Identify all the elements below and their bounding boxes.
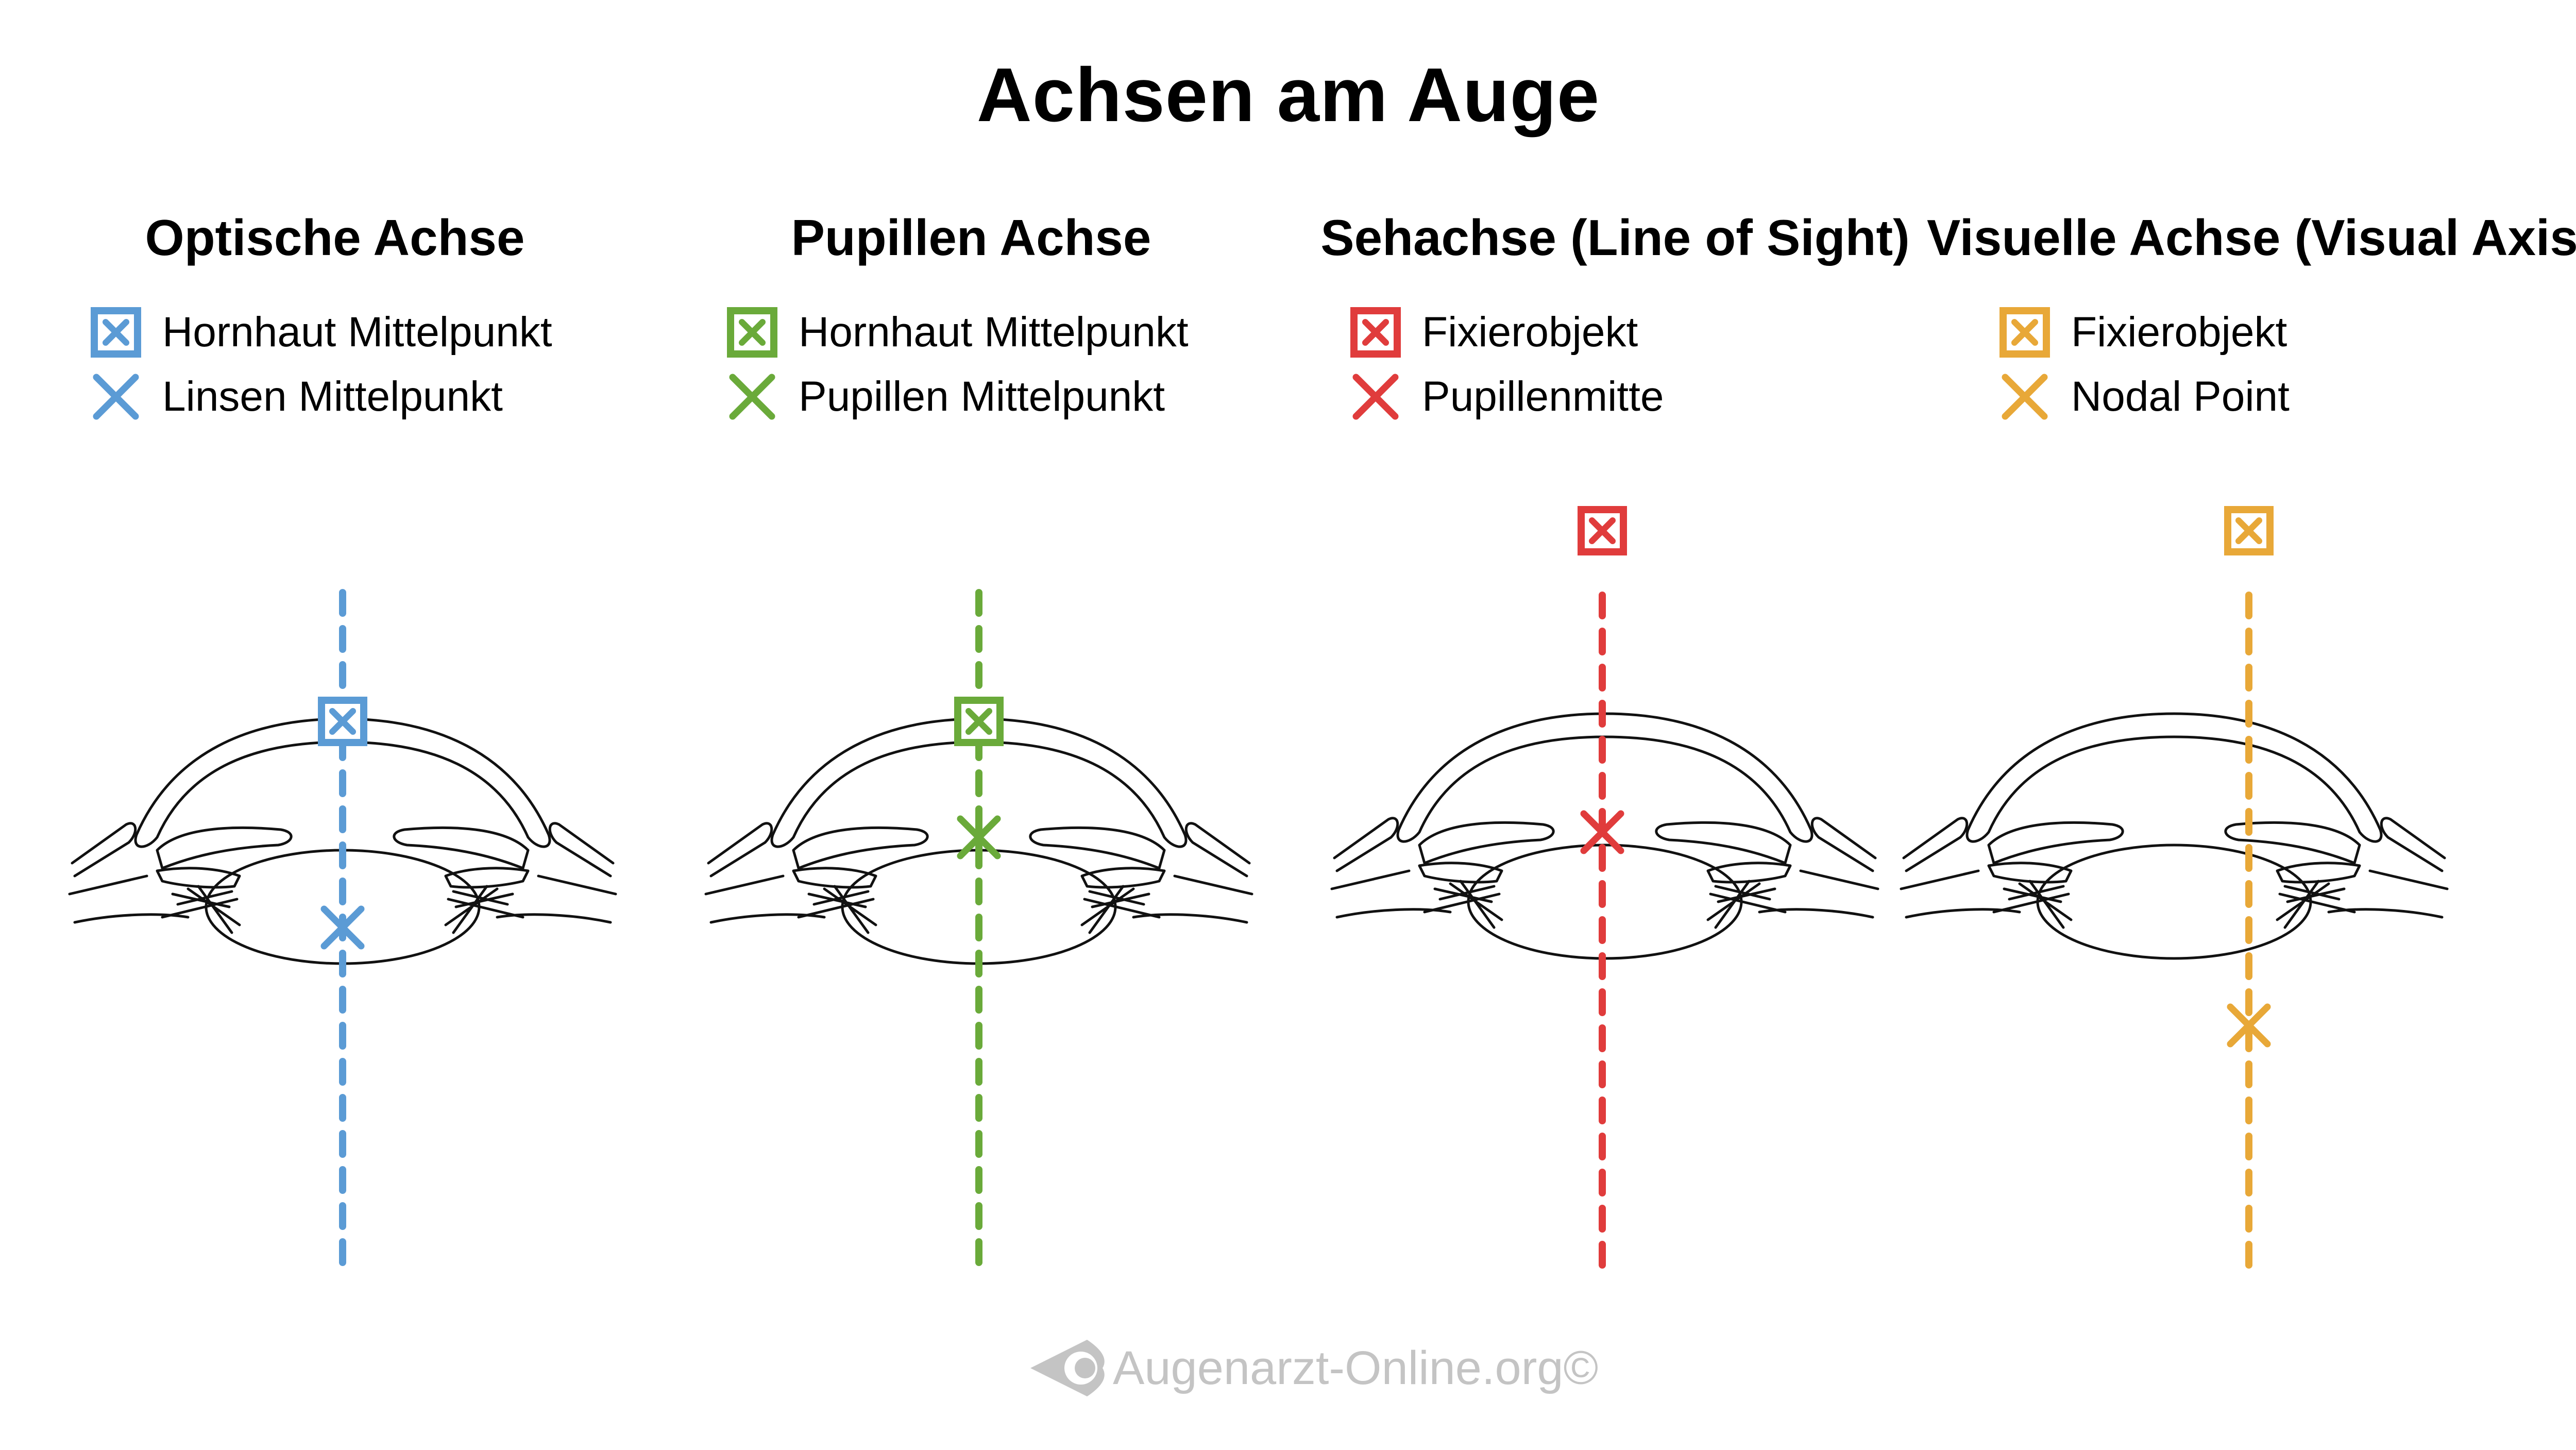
boxed-x-icon [318,697,367,746]
legend-label: Fixierobjekt [1422,309,1638,356]
panel-title: Pupillen Achse [791,209,1151,266]
legend-item: Nodal Point [1999,371,2290,423]
boxed-x-icon [1350,307,1401,358]
panel-visuelle: Visuelle Achse (Visual Axis) [1927,0,2576,1450]
legend-label: Hornhaut Mittelpunkt [799,309,1189,356]
legend-item: Fixierobjekt [1350,307,1638,358]
boxed-x-icon [91,307,141,358]
legend-item: Hornhaut Mittelpunkt [90,307,552,358]
eye-outline [1900,712,2449,960]
panel-pupillen: Pupillen Achse [652,0,1291,1450]
legend-label: Fixierobjekt [2071,309,2287,356]
x-icon [2002,374,2048,420]
legend-item: Fixierobjekt [1999,307,2287,358]
legend-label: Nodal Point [2071,373,2290,420]
x-icon [1352,374,1399,420]
legend-item: Pupillenmitte [1350,371,1664,423]
panel-title: Visuelle Achse (Visual Axis) [1927,209,2576,266]
legend-label: Pupillenmitte [1422,373,1664,420]
legend-label: Hornhaut Mittelpunkt [162,309,552,356]
x-icon [93,374,139,420]
boxed-x-icon [1999,307,2050,358]
panel-title: Sehachse (Line of Sight) [1320,209,1910,266]
legend-label: Pupillen Mittelpunkt [799,373,1165,420]
boxed-x-icon [727,307,777,358]
eye-outline [1330,712,1879,960]
x-icon [729,374,775,420]
boxed-x-icon [1578,506,1627,555]
eye-logo-icon [1030,1340,1105,1396]
boxed-x-icon [954,697,1004,746]
x-icon [320,905,365,950]
legend-item: Linsen Mittelpunkt [90,371,503,423]
x-icon [1580,810,1624,854]
legend-label: Linsen Mittelpunkt [162,373,503,420]
panel-sehachse: Sehachse (Line of Sight) [1296,0,1935,1450]
x-icon [957,815,1001,859]
watermark-text: Augenarzt-Online.org© [1113,1341,1599,1394]
x-icon [2227,1003,2271,1048]
panel-title: Optische Achse [145,209,525,266]
legend-item: Pupillen Mittelpunkt [726,371,1165,423]
boxed-x-icon [2224,506,2274,555]
legend-item: Hornhaut Mittelpunkt [726,307,1189,358]
watermark: Augenarzt-Online.org© [1025,1335,1598,1402]
panel-optische: Optische Achse [15,0,654,1450]
page-title: Achsen am Auge [976,53,1600,138]
